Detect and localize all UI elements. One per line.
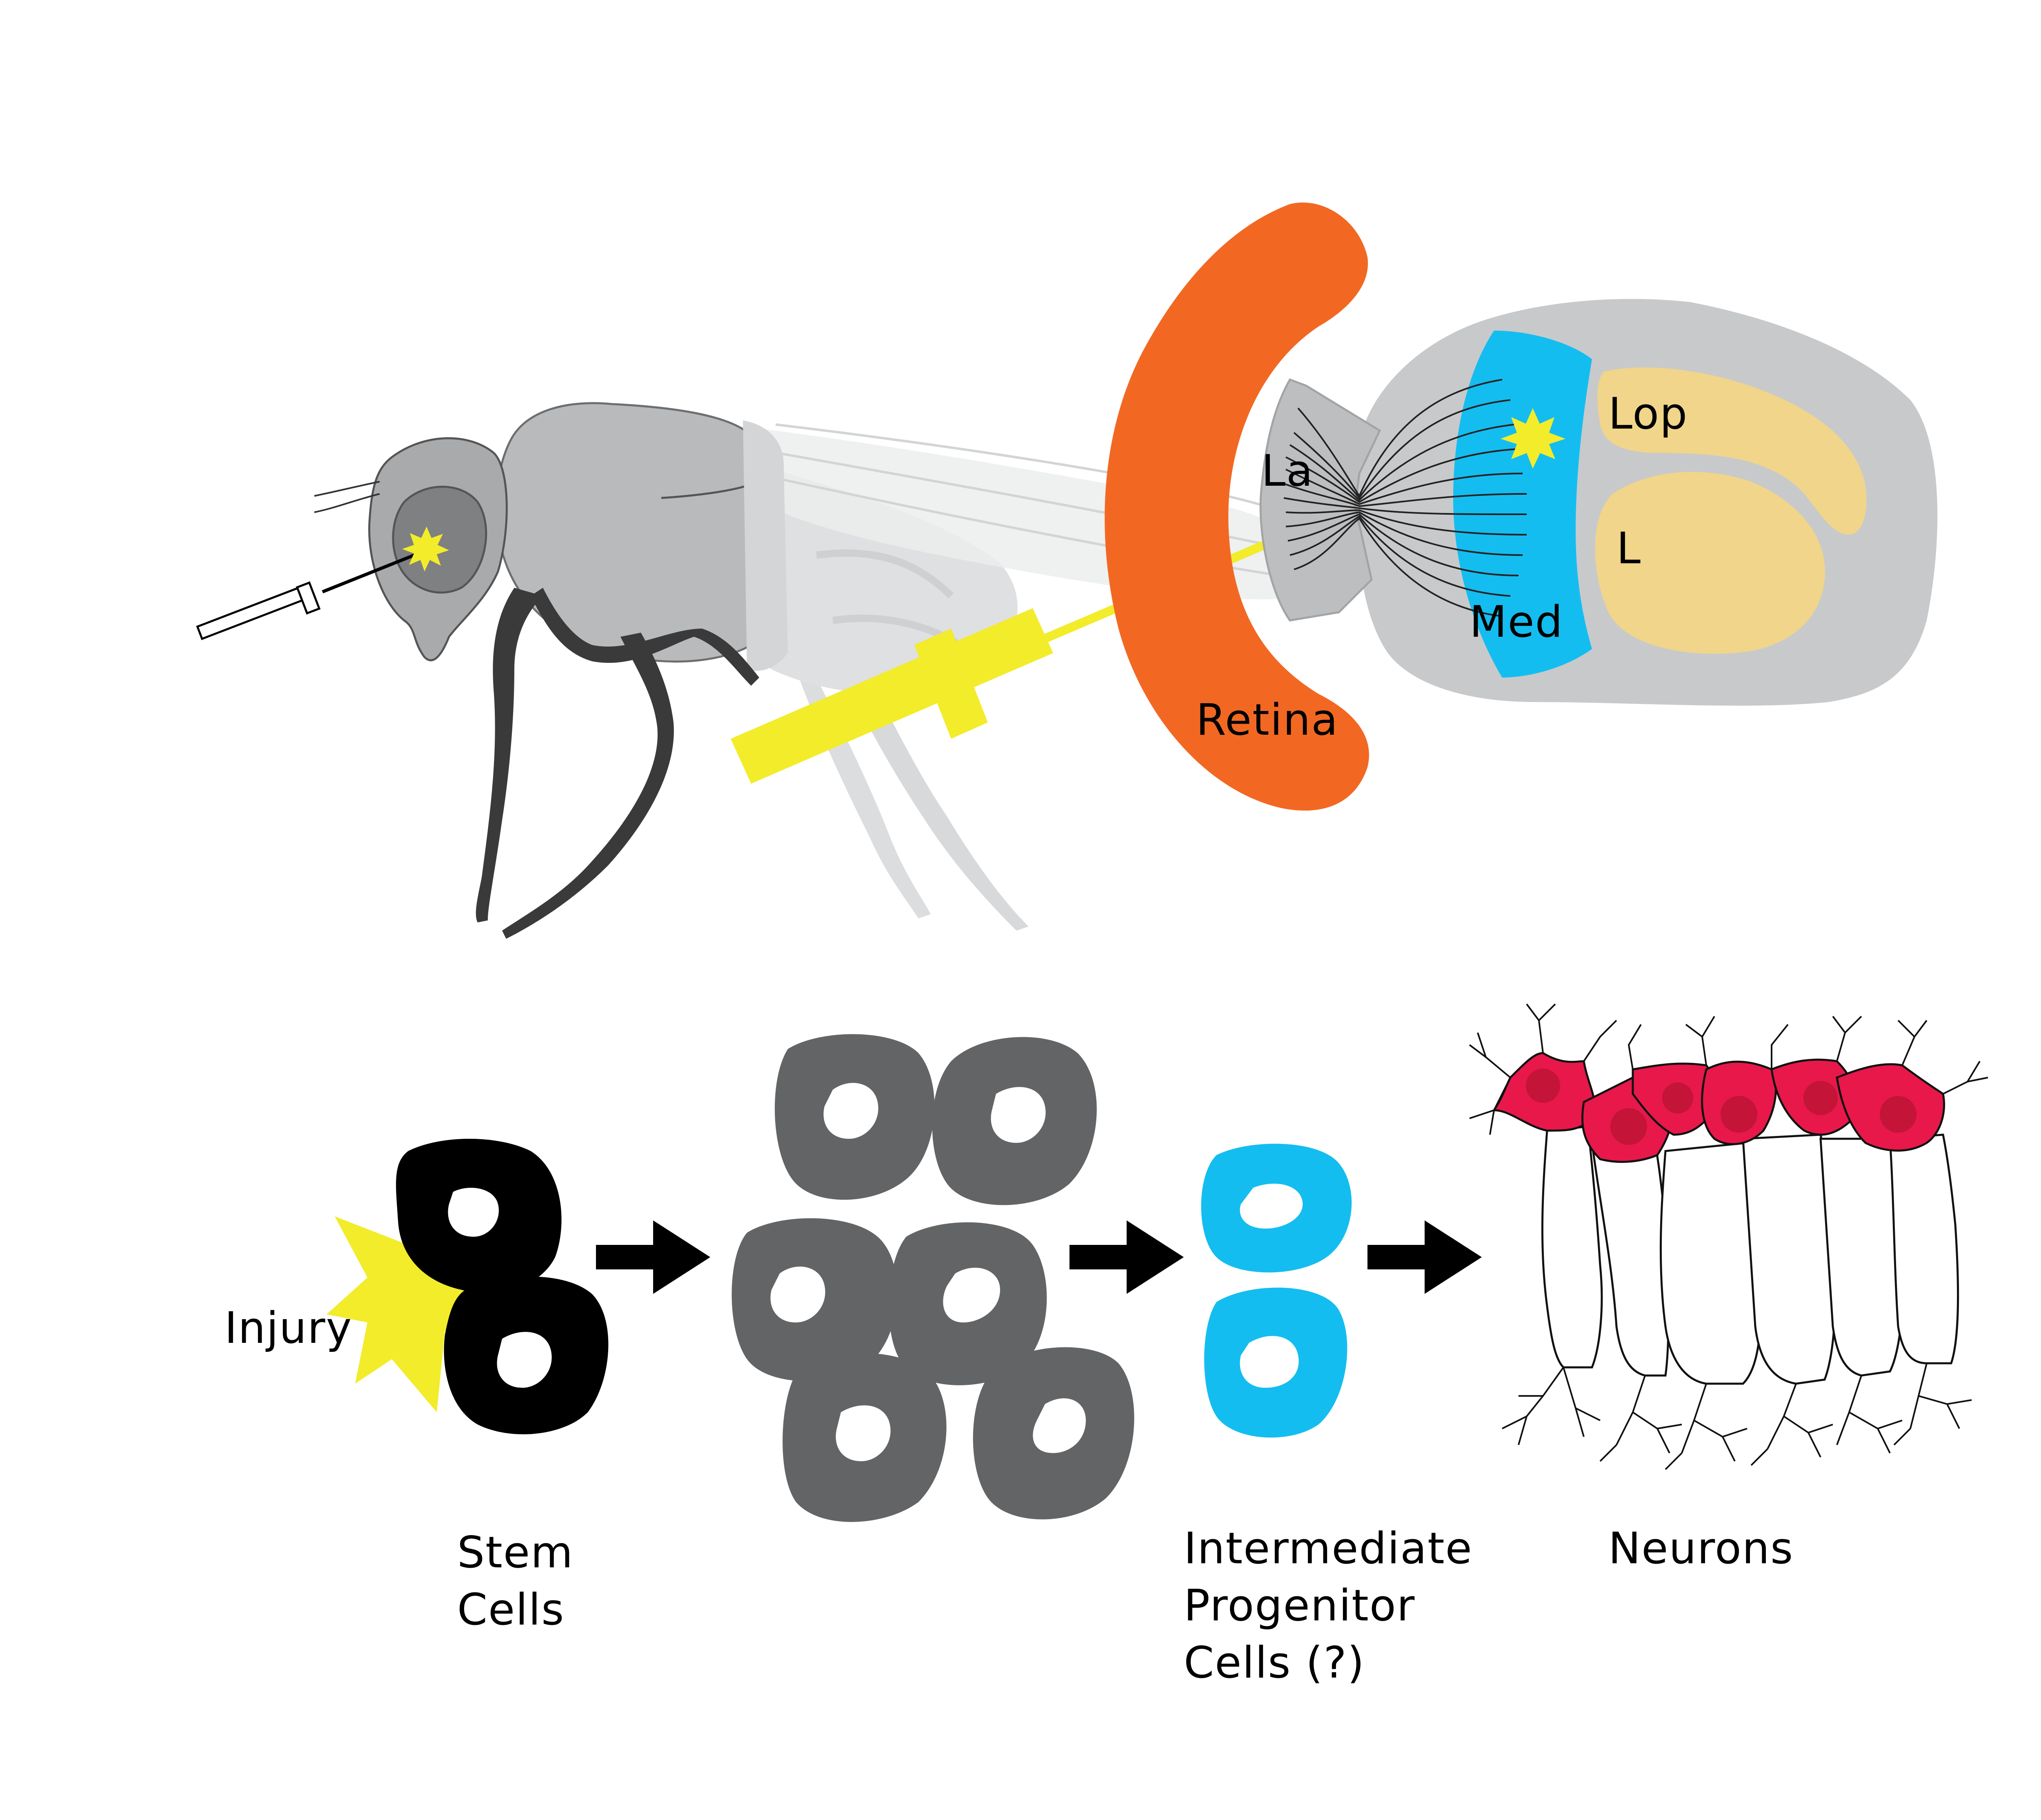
optic-lobe-diagram: La Lop L Med Retina	[1105, 202, 1938, 811]
label-intermediate: Intermediate	[1184, 1523, 1473, 1573]
label-lop: Lop	[1608, 389, 1688, 439]
neuron-dendrites-top	[1469, 1003, 1988, 1135]
lobula	[1595, 472, 1825, 654]
progenitor-cell	[1204, 1287, 1347, 1438]
arrow-right-icon	[1069, 1220, 1184, 1294]
daughter-cell	[973, 1347, 1134, 1520]
label-retina: Retina	[1196, 695, 1338, 745]
lobula-plate	[1597, 367, 1867, 535]
arrow-right-icon	[596, 1220, 710, 1294]
neuron-axons	[1541, 1125, 1959, 1385]
neuron-dendrites-bottom	[1502, 1363, 1972, 1470]
label-la: La	[1261, 446, 1314, 496]
injury-starburst	[327, 1196, 498, 1412]
label-stem: Stem	[457, 1527, 574, 1578]
stem-cells	[396, 1139, 609, 1434]
fly-mid-leg	[502, 633, 674, 939]
lamina	[1259, 378, 1381, 622]
label-l: L	[1616, 523, 1641, 573]
optic-chiasm-fibers	[1283, 379, 1527, 617]
label-neurons: Neurons	[1608, 1523, 1794, 1573]
progenitor-cell	[1201, 1144, 1352, 1273]
retina	[1105, 202, 1369, 811]
needle-icon	[196, 549, 425, 640]
starburst-icon	[402, 527, 449, 571]
neurons	[1469, 1003, 1988, 1470]
medulla	[1453, 331, 1592, 678]
label-progenitor: Progenitor	[1184, 1580, 1415, 1631]
label-injury: Injury	[225, 1303, 352, 1353]
starburst-icon	[1501, 408, 1565, 469]
daughter-cell	[731, 1218, 898, 1381]
progenitor-cells	[1201, 1144, 1352, 1438]
neuron-nuclei	[1526, 1069, 1916, 1145]
fly-front-leg	[476, 588, 543, 922]
fly-thorax-faded	[743, 420, 788, 671]
label-stem-cells: Cells	[457, 1584, 565, 1635]
daughter-cell	[783, 1353, 947, 1522]
daughter-cell	[774, 1034, 935, 1200]
label-med: Med	[1470, 597, 1563, 647]
daughter-cell	[932, 1037, 1097, 1205]
arrow-right-icon	[1367, 1220, 1482, 1294]
label-cells-q: Cells (?)	[1184, 1638, 1365, 1688]
regeneration-process: Injury Stem Cells	[225, 1003, 1988, 1688]
fly-thorax	[495, 402, 765, 663]
daughter-cell	[889, 1222, 1047, 1385]
daughter-cells	[731, 1034, 1134, 1522]
